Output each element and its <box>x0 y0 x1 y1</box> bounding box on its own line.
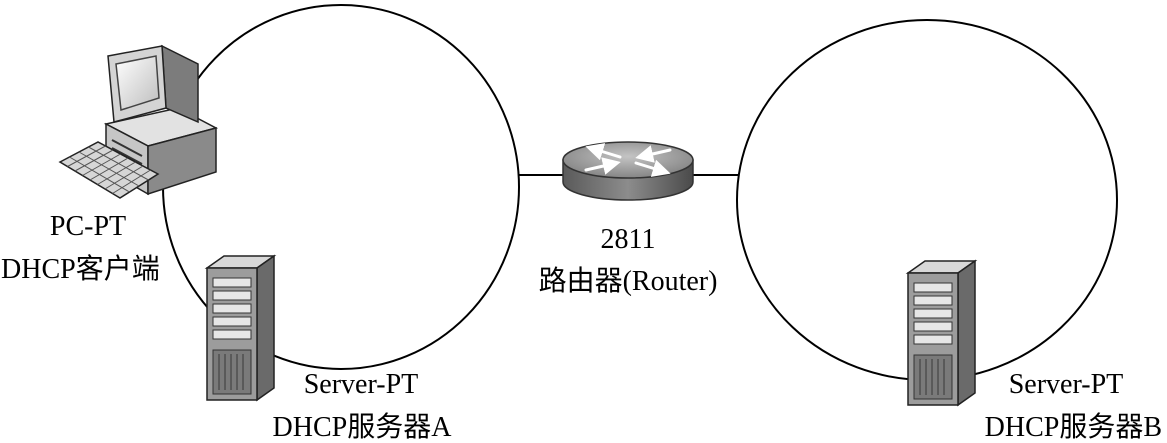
router-icon[interactable] <box>563 142 693 200</box>
server-b-role-label: DHCP服务器B <box>985 411 1162 443</box>
server-drive-bays <box>213 278 251 339</box>
server-b-icon[interactable] <box>908 261 975 405</box>
router-role-label: 路由器(Router) <box>539 265 718 297</box>
router-model-label: 2811 <box>601 224 656 255</box>
server-a-icon[interactable] <box>207 256 274 400</box>
server-b-model-label: Server-PT <box>1009 369 1124 400</box>
server-drive-bays <box>914 283 952 344</box>
pc-icon[interactable] <box>60 46 216 198</box>
pc-model-label: PC-PT <box>50 211 126 242</box>
server-a-role-label: DHCP服务器A <box>273 411 453 443</box>
pc-role-label: DHCP客户端 <box>1 253 160 285</box>
router-top <box>563 142 693 178</box>
server-a-model-label: Server-PT <box>304 369 419 400</box>
server-side <box>257 256 274 400</box>
server-side <box>958 261 975 405</box>
